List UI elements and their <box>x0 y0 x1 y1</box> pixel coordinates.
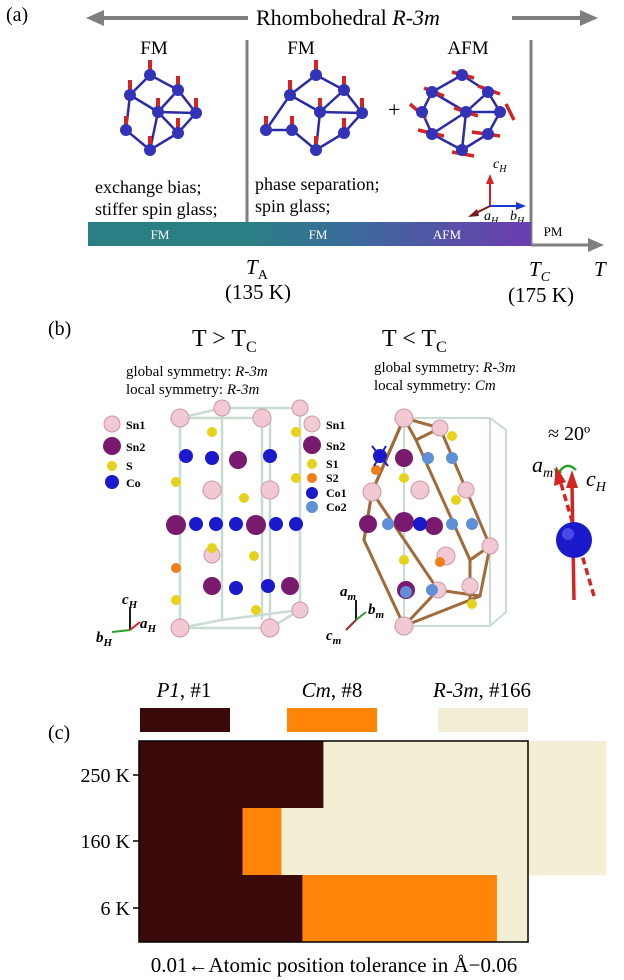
plus-sign: + <box>388 97 400 122</box>
right-legend-sn1: Sn1 <box>326 418 345 432</box>
left-axis-c: cH <box>122 592 138 611</box>
left-legend <box>103 415 121 489</box>
left-global-symmetry: global symmetry: R-3m <box>126 364 268 380</box>
text-phase-separation: phase separation; <box>255 174 379 194</box>
afm-atoms <box>416 69 506 156</box>
legend-label-r3m: R-3m, #166 <box>432 678 531 702</box>
panel-b-figure: T > TC T < TC global symmetry: R-3m loca… <box>96 326 607 649</box>
left-legend-sn2: Sn2 <box>126 440 145 454</box>
bar-segment-6k-0 <box>139 875 303 943</box>
bar-label-pm: PM <box>544 224 563 239</box>
header-text: Rhombohedral R-3m <box>256 5 440 30</box>
legend-swatch-p1 <box>140 708 230 732</box>
legend-swatch-r3m <box>438 708 528 732</box>
axis-cH-label: cH <box>493 157 507 175</box>
right-global-symmetry: global symmetry: R-3m <box>374 360 516 376</box>
left-legend-co: Co <box>126 476 141 490</box>
bar-segment-250k-0 <box>139 741 324 809</box>
right-legend-co2: Co2 <box>326 500 347 514</box>
fm-atoms-left <box>120 69 202 156</box>
angle-label: ≈ 20º <box>548 423 590 445</box>
ta-value: (135 K) <box>225 280 291 304</box>
left-axis-b: bH <box>96 630 113 649</box>
left-axis-a: aH <box>140 616 157 635</box>
temperature-axis-arrow <box>588 238 604 252</box>
right-legend-sn2: Sn2 <box>326 439 345 453</box>
cH-label: cH <box>586 466 607 495</box>
legend-label-p1: P1, #1 <box>156 678 212 702</box>
left-title: T > TC <box>192 326 257 356</box>
left-legend-sn1: Sn1 <box>126 418 145 432</box>
panel-a-label: (a) <box>6 4 29 26</box>
right-legend <box>303 415 321 513</box>
tc-label: TC <box>529 257 551 285</box>
right-axes-icon <box>345 600 367 631</box>
text-stiffer-spin-glass: stiffer spin glass; <box>95 199 218 219</box>
bar-fm-left <box>88 222 248 246</box>
axis-bH-label: bH <box>510 209 525 227</box>
legend-label-cm: Cm, #8 <box>302 678 363 702</box>
legend-swatch-cm <box>287 708 377 732</box>
panel-a-figure: Rhombohedral R-3m FM FM AFM <box>86 5 607 307</box>
left-local-symmetry: local symmetry: R-3m <box>126 382 259 398</box>
ytick-label-6k: 6 K <box>101 898 131 920</box>
left-axes-icon <box>111 608 141 633</box>
header-arrow-left <box>86 10 248 26</box>
panel-c-chart: P1, #1 Cm, #8 R-3m, #166 250 K 160 K 6 K… <box>81 678 607 977</box>
right-axis-b: bm <box>368 602 385 621</box>
text-exchange-bias: exchange bias; <box>95 177 201 197</box>
bar-segment-160k-0 <box>139 808 243 876</box>
right-axis-a: am <box>340 584 357 603</box>
x-axis-label: 0.01←Atomic position tolerance in Å−0.06 <box>151 953 517 977</box>
right-unit-cell <box>359 408 507 636</box>
right-legend-s2: S2 <box>326 471 339 485</box>
phase-label-fm-1: FM <box>140 38 168 59</box>
right-local-symmetry: local symmetry: Cm <box>374 378 496 394</box>
right-legend-co1: Co1 <box>326 486 347 500</box>
right-title: T < TC <box>382 326 447 356</box>
fm-atoms-middle <box>260 69 368 156</box>
bar-segment-6k-1 <box>302 875 498 943</box>
bar-segment-250k-2 <box>323 741 607 809</box>
phase-label-afm: AFM <box>447 38 488 59</box>
temperature-axis-label: T <box>594 257 607 281</box>
bar-label-afm: AFM <box>433 227 462 242</box>
right-axis-c: cm <box>326 628 342 647</box>
right-legend-s1: S1 <box>326 457 339 471</box>
chart-bars <box>139 741 607 943</box>
ytick-label-160k: 160 K <box>81 831 131 853</box>
angle-arrows-icon <box>554 464 596 601</box>
bar-segment-160k-2 <box>281 808 607 876</box>
bar-segment-6k-2 <box>496 875 529 943</box>
bar-label-fm-2: FM <box>309 227 328 242</box>
am-label: am <box>532 452 553 481</box>
left-unit-cell <box>166 399 309 638</box>
ytick-label-250k: 250 K <box>81 765 131 787</box>
axis-aH-label: aH <box>484 209 499 227</box>
phase-label-fm-2: FM <box>287 38 315 59</box>
panel-c-label: (c) <box>48 722 71 744</box>
hex-axes-icon <box>468 174 526 217</box>
header-arrow-right <box>512 10 598 26</box>
panel-b-label: (b) <box>48 318 72 340</box>
left-legend-s: S <box>126 459 133 473</box>
bar-label-fm-1: FM <box>151 227 170 242</box>
text-spin-glass: spin glass; <box>255 196 331 216</box>
bar-segment-160k-1 <box>242 808 282 876</box>
tc-value: (175 K) <box>508 283 574 307</box>
ta-label: TA <box>246 255 269 283</box>
bar-fm-afm <box>247 222 531 246</box>
